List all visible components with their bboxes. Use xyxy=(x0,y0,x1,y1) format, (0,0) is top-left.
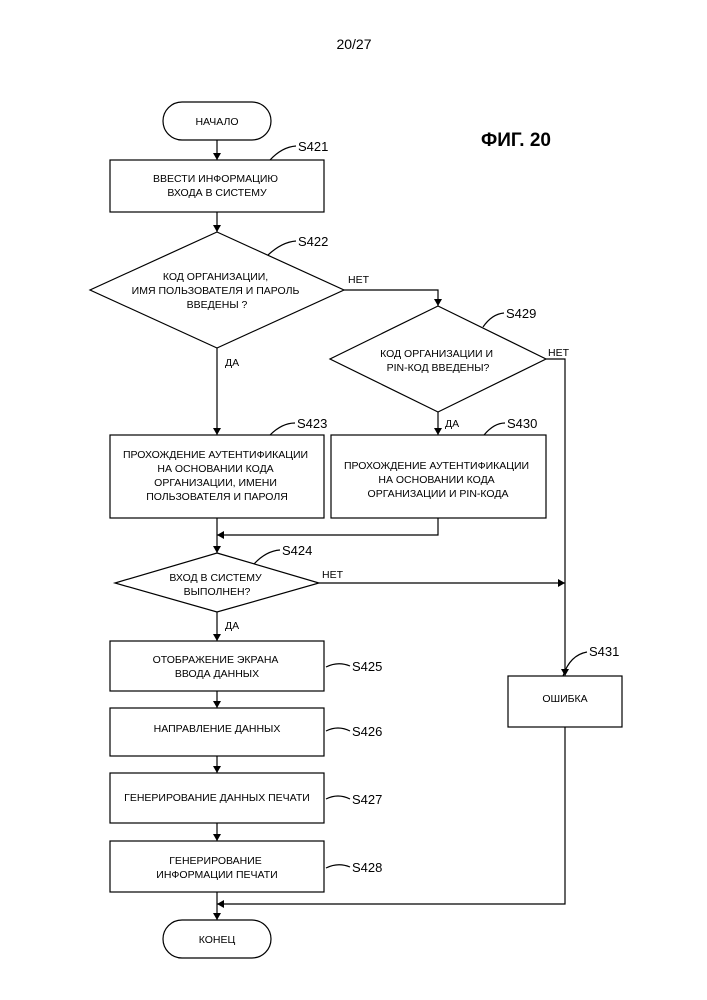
arrowhead xyxy=(213,428,221,435)
arrowhead xyxy=(213,766,221,773)
step-label-s423: S423 xyxy=(297,416,327,431)
step-leader xyxy=(270,146,296,160)
s424-no-label: НЕТ xyxy=(322,569,344,581)
arrowhead xyxy=(213,225,221,232)
step-leader xyxy=(483,313,504,327)
start-label: НАЧАЛО xyxy=(195,116,238,128)
arrowhead xyxy=(213,701,221,708)
step-label-s425: S425 xyxy=(352,659,382,674)
end-label: КОНЕЦ xyxy=(199,934,236,946)
arrowhead xyxy=(213,153,221,160)
step-leader xyxy=(268,241,296,255)
step-label-s426: S426 xyxy=(352,724,382,739)
figure-label: ФИГ. 20 xyxy=(481,130,551,151)
step-leader xyxy=(270,423,295,435)
s422-no-label: НЕТ xyxy=(348,274,370,286)
step-leader xyxy=(254,550,280,564)
s429-no-label: НЕТ xyxy=(548,347,570,359)
step-leader xyxy=(326,865,350,868)
arrowhead xyxy=(434,299,442,306)
s427-label: ГЕНЕРИРОВАНИЕ ДАННЫХ ПЕЧАТИ xyxy=(124,792,310,804)
process-s421 xyxy=(110,160,324,212)
process-s425 xyxy=(110,641,324,691)
step-leader xyxy=(326,796,350,799)
arrowhead xyxy=(213,634,221,641)
step-label-s429: S429 xyxy=(506,306,536,321)
step-label-s428: S428 xyxy=(352,860,382,875)
arrowhead xyxy=(213,913,221,920)
s422-yes-label: ДА xyxy=(225,357,239,369)
arrowhead xyxy=(217,531,224,539)
step-leader xyxy=(326,664,350,667)
s431-label: ОШИБКА xyxy=(542,693,587,705)
arrowhead xyxy=(558,579,565,587)
step-label-s424: S424 xyxy=(282,543,312,558)
step-label-s422: S422 xyxy=(298,234,328,249)
step-label-s421: S421 xyxy=(298,139,328,154)
step-label-s430: S430 xyxy=(507,416,537,431)
step-leader xyxy=(326,728,350,731)
step-leader xyxy=(484,423,505,435)
arrowhead xyxy=(213,546,221,553)
s429-yes-label: ДА xyxy=(445,418,459,430)
arrowhead xyxy=(213,834,221,841)
step-label-s431: S431 xyxy=(589,644,619,659)
step-label-s427: S427 xyxy=(352,792,382,807)
arrowhead xyxy=(217,900,224,908)
page-number: 20/27 xyxy=(336,36,371,52)
s426-label: НАПРАВЛЕНИЕ ДАННЫХ xyxy=(154,723,281,735)
s424-yes-label: ДА xyxy=(225,620,239,632)
arrowhead xyxy=(434,428,442,435)
